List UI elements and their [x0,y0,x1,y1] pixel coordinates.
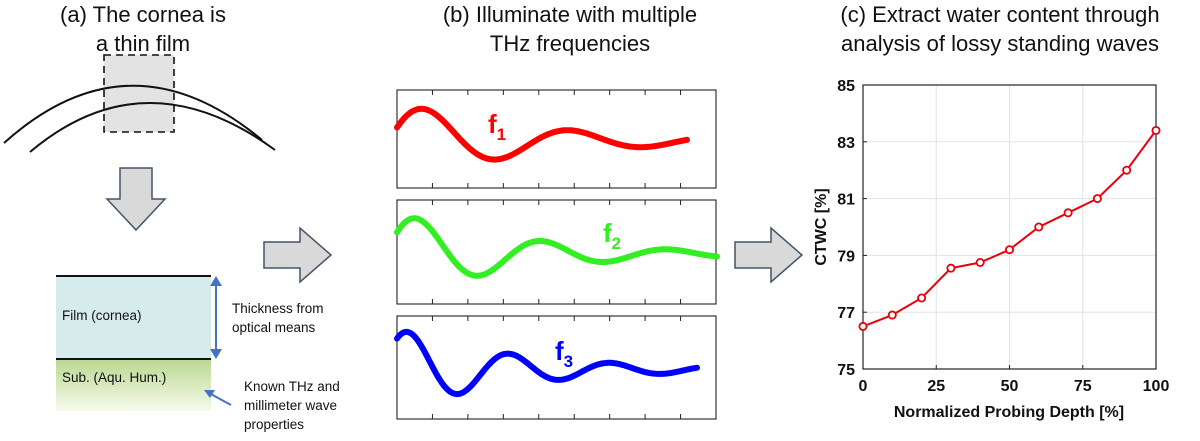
chart-data-point [1034,222,1044,232]
right-arrow-ab [263,226,333,284]
zoom-region [103,54,175,133]
down-arrow [105,167,167,232]
panel-a-title-line2: a thin film [95,31,191,56]
cornea-outer-arc [3,84,263,144]
chart-data-point [1092,194,1102,204]
chart-x-tick-label: 25 [927,378,945,395]
frequency-symbol: f [603,218,612,248]
chart-data-point [1004,245,1014,255]
frequency-label-3: f3 [555,336,573,371]
wave-panel-frame [396,315,717,420]
chart-data-point [1122,165,1132,175]
panel-b-title-line1: (b) Illuminate with multiple [442,2,698,27]
wave-panel-frame [396,89,717,189]
known-note: Known THz and millimeter wave properties [244,377,340,434]
known-arrow-head [204,390,215,398]
chart-x-axis-label: Normalized Probing Depth [%] [894,404,1124,421]
wave-panel-2: f2 [394,199,720,305]
thickness-note-line2: optical means [232,320,316,335]
frequency-symbol: f [488,109,497,139]
panel-b-title-line2: THz frequencies [489,31,651,56]
panel-a-title-line1: (a) The cornea is [60,2,226,27]
chart-y-tick-label: 85 [837,78,855,95]
chart-x-tick-label: 100 [1143,378,1170,395]
chart-y-tick-label: 79 [837,248,855,265]
chart-y-axis-label: CTWC [%] [813,188,830,265]
frequency-label-2: f2 [603,218,621,253]
chart-y-tick-label: 83 [837,135,855,152]
known-note-line1: Known THz and [244,379,340,394]
chart-x-tick-label: 0 [859,378,868,395]
ctwc-chart: 0 25 50 75 100 75 77 79 81 83 85 Normalized Probin… [813,78,1170,421]
frequency-subscript: 3 [564,352,573,371]
cornea-inner-arc [29,102,276,153]
frequency-subscript: 2 [612,234,621,253]
film-layer [56,276,211,359]
chart-data-point [917,293,927,303]
frequency-label-1: f1 [488,109,506,144]
chart-data-point [1063,208,1073,218]
known-note-line3: properties [244,417,305,432]
chart-x-tick-label: 75 [1074,378,1092,395]
right-arrow-bc [734,226,804,284]
panel-c-title: (c) Extract water content through analys… [800,0,1200,58]
wave-panel-1: f1 [394,89,717,189]
wave-curve-3 [394,328,700,398]
wave-curve-1 [394,105,690,163]
thickness-note: Thickness from optical means [232,299,324,337]
cornea-diagram [3,54,276,411]
thickness-arrow-head-bottom [210,349,222,359]
chart-x-tick-label: 50 [1001,378,1019,395]
panel-b-title: (b) Illuminate with multiple THz frequen… [400,0,740,58]
substrate-layer [56,359,211,411]
chart-data-point [946,263,956,273]
panel-c-title-line1: (c) Extract water content through [840,2,1160,27]
known-note-line2: millimeter wave [244,398,338,413]
chart-y-tick-label: 81 [837,192,855,209]
chart-data-point [858,321,868,331]
known-arrow [208,392,232,406]
wave-curve-2 [394,215,720,279]
thickness-arrow-head-top [210,276,222,286]
film-label: Film (cornea) [62,308,142,323]
wave-panel-3: f3 [394,315,717,420]
panel-a-title: (a) The cornea is a thin film [8,0,278,58]
thickness-note-line1: Thickness from [232,301,324,316]
frequency-subscript: 1 [497,125,506,144]
chart-y-tick-label: 75 [837,362,855,379]
chart-data-point [975,257,985,267]
chart-data-point [887,310,897,320]
chart-y-tick-label: 77 [837,305,855,322]
frequency-symbol: f [555,336,564,366]
chart-data-point [1151,125,1161,135]
substrate-label: Sub. (Aqu. Hum.) [62,370,167,385]
panel-c-title-line2: analysis of lossy standing waves [841,31,1159,56]
